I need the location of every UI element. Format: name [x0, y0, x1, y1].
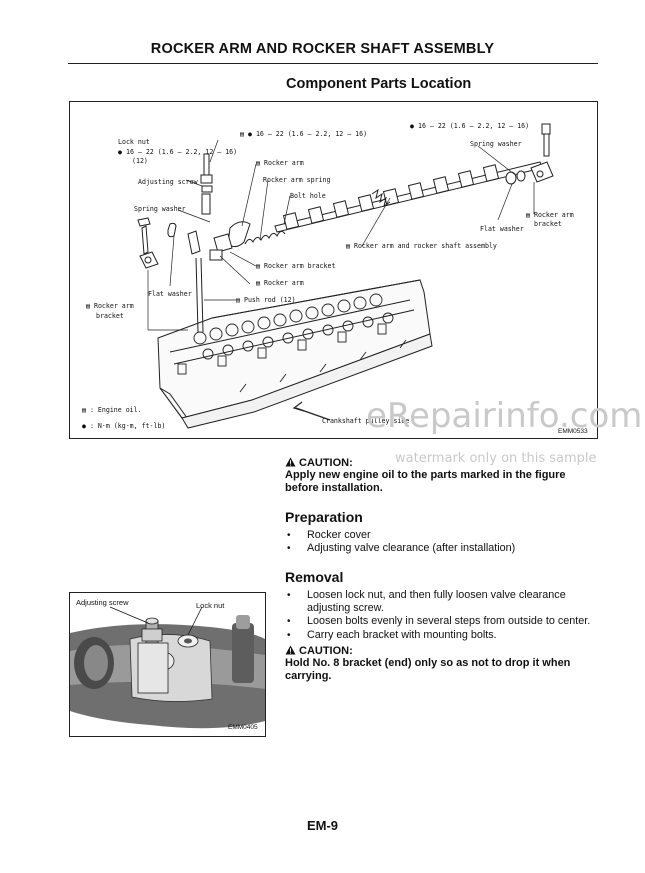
figure-code-1: EMM0533 [558, 428, 588, 435]
torque-label-top-center: ▤ ● 16 – 22 (1.6 – 2.2, 12 – 16) [240, 130, 368, 138]
rocker-arm-spring-drawing [244, 230, 286, 245]
list-item: Rocker cover [285, 529, 597, 542]
torque-icon: ● [410, 122, 414, 130]
cylinder-head-drawing [157, 279, 433, 429]
oil-icon: ▤ [526, 211, 530, 219]
label-adjusting-screw-photo: Adjusting screw [76, 598, 129, 607]
label-rocker-arm-bracket-left-2: bracket [96, 312, 124, 320]
exploded-diagram [137, 123, 554, 429]
component-parts-figure: ▤ ● 16 – 22 (1.6 – 2.2, 12 – 16) ● 16 – … [69, 101, 598, 439]
label-shaft-assembly: ▤ Rocker arm and rocker shaft assembly [346, 242, 497, 250]
watermark-brand: eRepairinfo.com [366, 396, 643, 436]
component-parts-heading: Component Parts Location [286, 76, 472, 92]
right-end-hardware-drawing [505, 123, 554, 185]
list-item: Adjusting valve clearance (after install… [285, 542, 597, 555]
label-flat-washer-left: Flat washer [148, 290, 192, 298]
torque-label-top-right: ● 16 – 22 (1.6 – 2.2, 12 – 16) [410, 122, 530, 130]
caution-block-2: CAUTION: Hold No. 8 bracket (end) only s… [285, 645, 597, 683]
preparation-list: Rocker cover Adjusting valve clearance (… [285, 529, 597, 556]
label-rocker-arm-bracket-left: ▤ Rocker arm [86, 302, 134, 310]
label-lock-nut-photo: Lock nut [196, 601, 225, 610]
caution-block-1: CAUTION: Apply new engine oil to the par… [285, 457, 597, 495]
legend-torque: ● : N·m (kg-m, ft-lb) [82, 422, 166, 430]
caution-text-2: Hold No. 8 bracket (end) only so as not … [285, 657, 571, 682]
torque-icon: ● [118, 148, 122, 156]
warning-icon [285, 645, 296, 655]
caution-heading-2: CAUTION: [285, 645, 597, 657]
label-lock-nut-torque: ● 16 – 22 (1.6 – 2.2, 12 – 16) [118, 148, 238, 156]
label-bolt-hole: Bolt hole [290, 192, 326, 200]
oil-icon: ▤ [236, 296, 240, 304]
figure-code-2: EMM0405 [228, 724, 258, 731]
push-rod-drawing [195, 257, 204, 333]
label-spring-washer-left: Spring washer [134, 205, 186, 213]
label-rocker-arm-bracket-right-2: bracket [534, 220, 562, 228]
oil-icon: ▤ [82, 406, 86, 414]
label-lock-nut: Lock nut [118, 138, 150, 146]
removal-figure: Adjusting screw Lock nut EMM0405 [69, 592, 266, 737]
crankshaft-arrow [292, 401, 331, 421]
list-item: Loosen bolts evenly in several steps fro… [285, 615, 597, 628]
page-footer: EM-9 [306, 818, 339, 833]
label-lock-nut-count: (12) [132, 157, 148, 165]
oil-icon: ▤ [256, 262, 260, 270]
oil-icon: ▤ [256, 279, 260, 287]
warning-icon [285, 457, 296, 467]
label-rocker-arm-spring: Rocker arm spring [263, 176, 331, 184]
removal-list: Loosen lock nut, and then fully loosen v… [285, 589, 597, 642]
label-rocker-arm-top: ▤ Rocker arm [256, 159, 304, 167]
oil-icon: ▤ [86, 302, 90, 310]
oil-icon: ▤ [346, 242, 350, 250]
label-crankshaft-pulley-side: Crankshaft pulley side [322, 417, 410, 425]
label-rocker-arm-bracket-center: ▤ Rocker arm bracket [256, 262, 336, 270]
label-rocker-arm-bracket-right: ▤ Rocker arm [526, 211, 574, 219]
page-title: ROCKER ARM AND ROCKER SHAFT ASSEMBLY [150, 41, 495, 57]
oil-icon: ▤ [256, 159, 260, 167]
caution-heading-1: CAUTION: [285, 457, 597, 469]
removal-heading: Removal [285, 569, 344, 585]
label-push-rod: ▤ Push rod (12) [236, 296, 296, 304]
label-adjusting-screw: Adjusting screw [138, 178, 198, 186]
legend-engine-oil: ▤ : Engine oil. [82, 406, 142, 414]
torque-icon: ● [247, 130, 252, 138]
preparation-heading: Preparation [285, 509, 363, 525]
label-rocker-arm-mid: ▤ Rocker arm [256, 279, 304, 287]
caution-text-1: Apply new engine oil to the parts marked… [285, 469, 566, 494]
lock-nut-photo [70, 593, 265, 736]
rocker-arm-parts-drawing [137, 153, 251, 269]
label-spring-washer-right: Spring washer [470, 140, 522, 148]
torque-icon: ● [82, 422, 86, 430]
leader-lines [147, 139, 535, 331]
oil-icon: ▤ [240, 130, 244, 138]
watermark-note: watermark only on this sample [395, 451, 597, 466]
list-item: Loosen lock nut, and then fully loosen v… [285, 589, 597, 615]
list-item: Carry each bracket with mounting bolts. [285, 629, 597, 642]
title-rule [68, 63, 598, 64]
label-flat-washer-right: Flat washer [480, 225, 524, 233]
